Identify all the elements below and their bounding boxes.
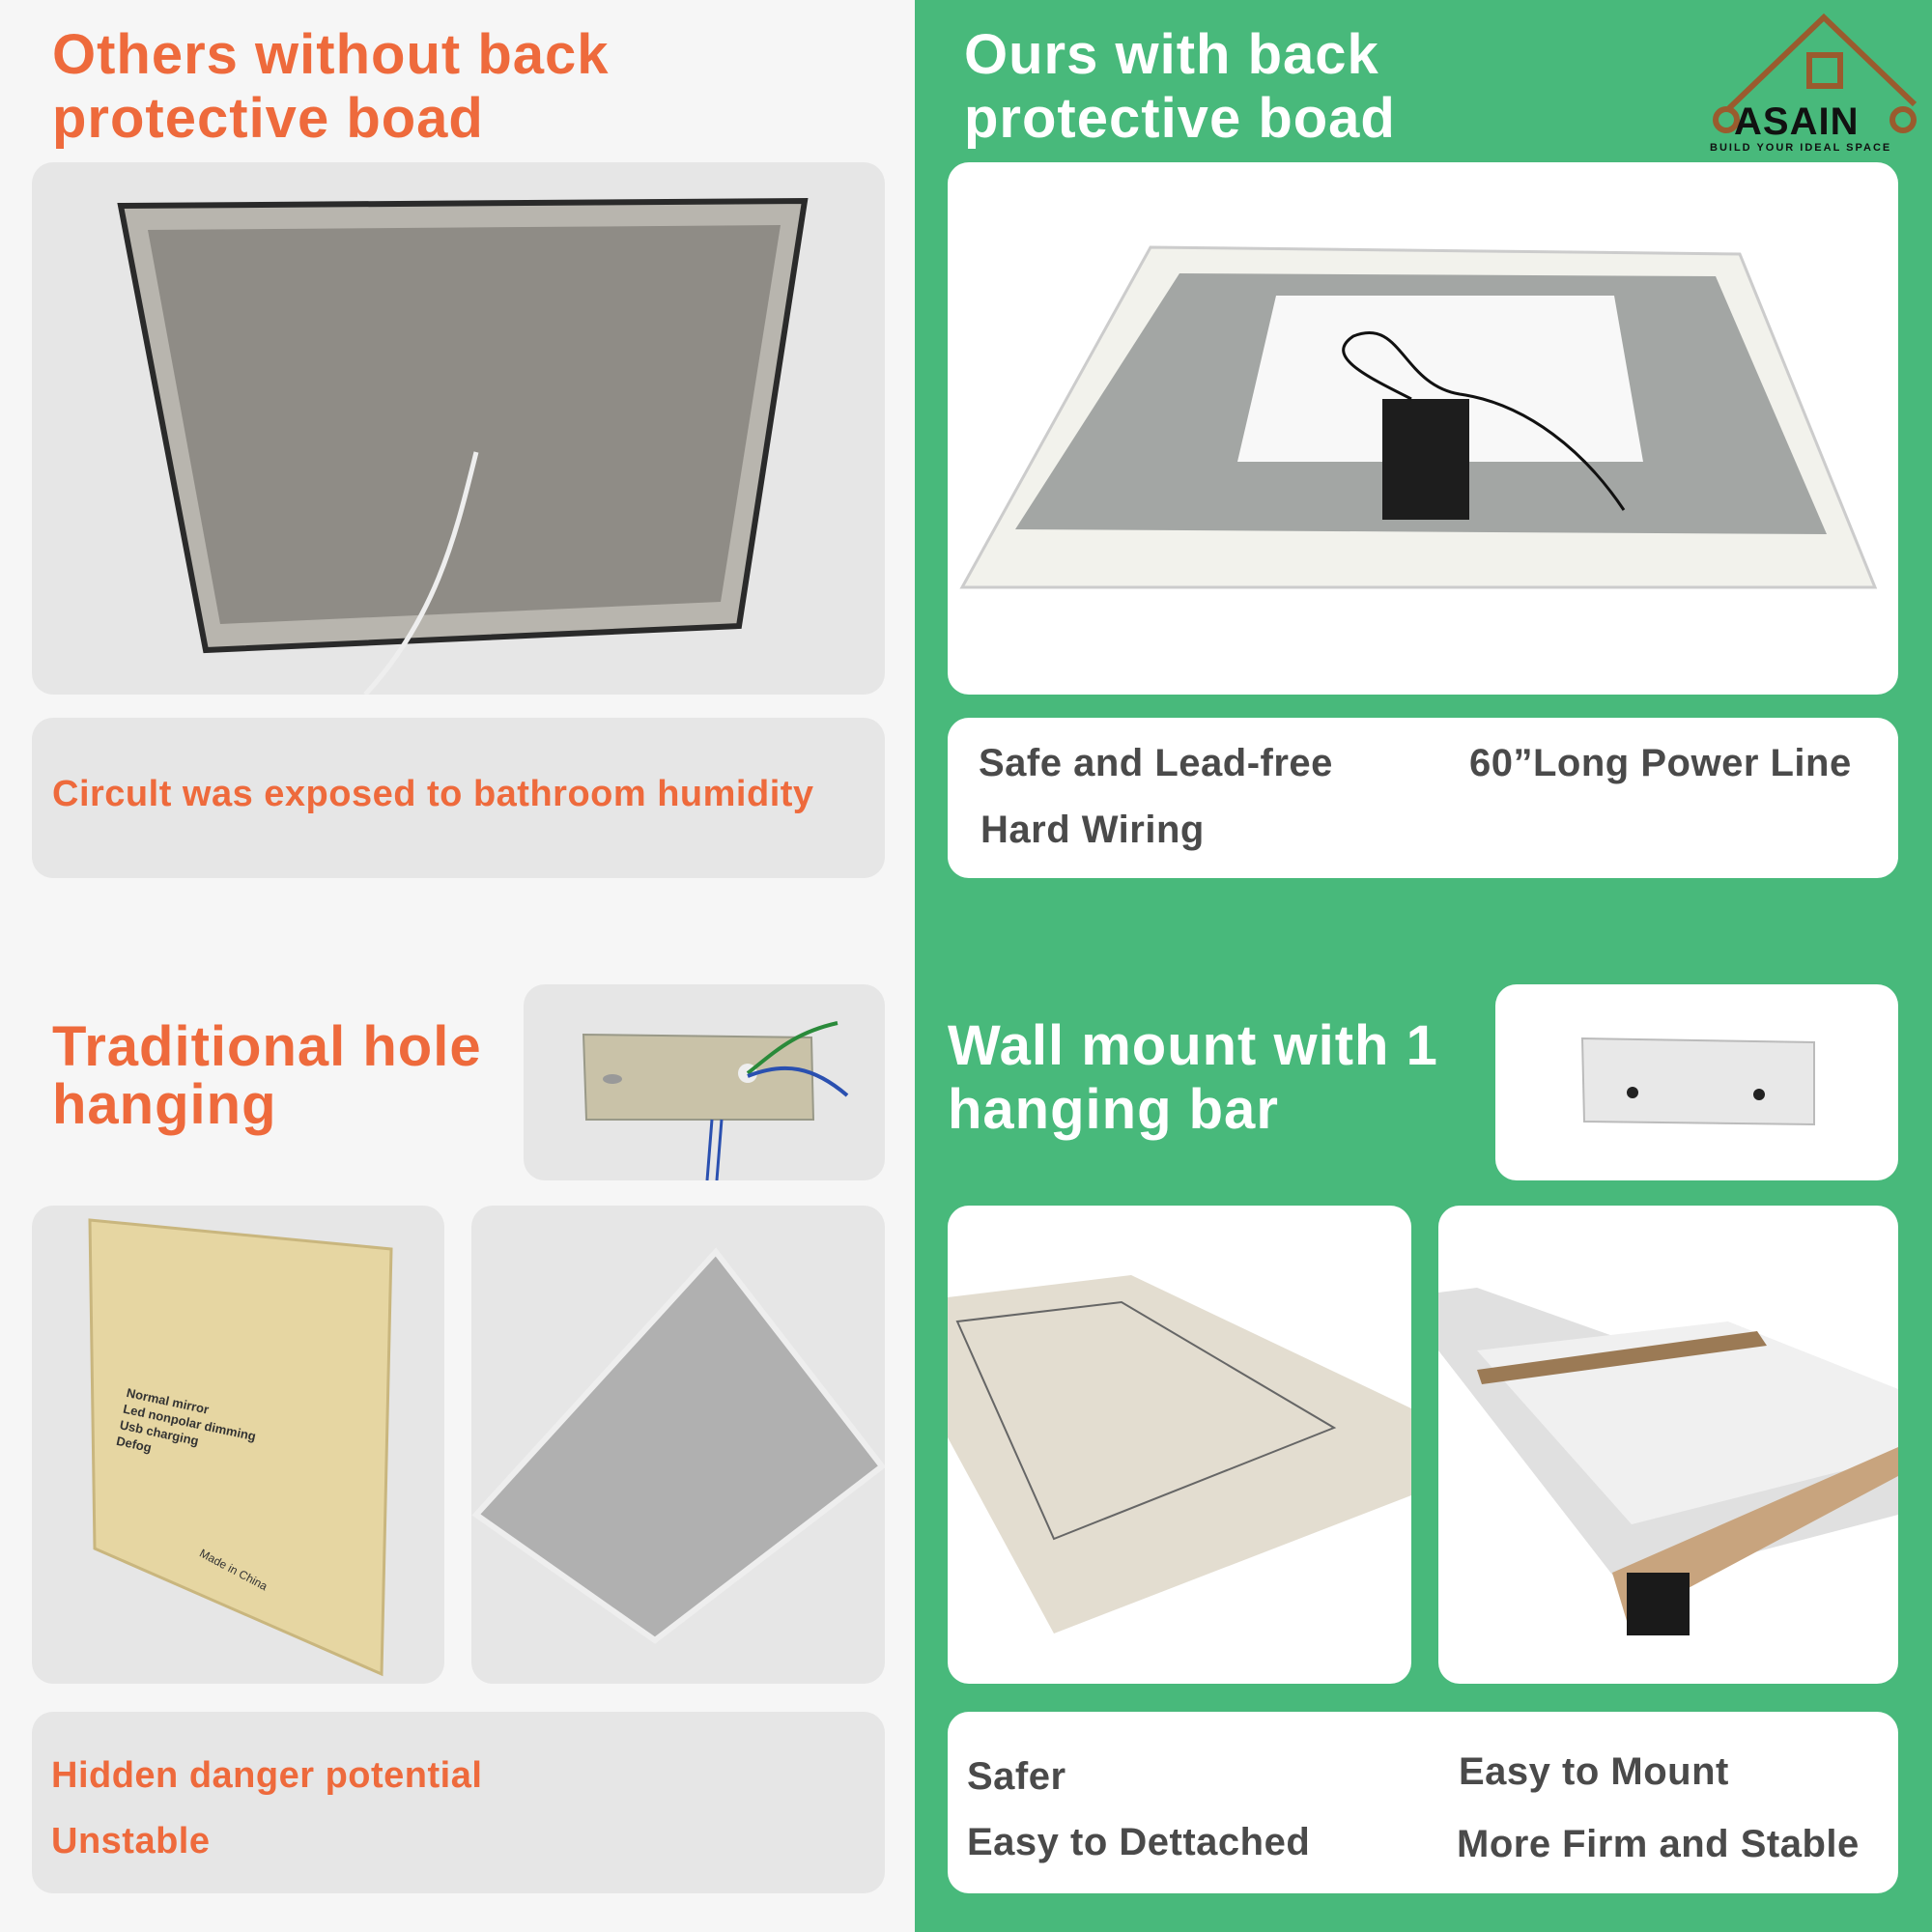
hole-bracket-image [524,984,885,1180]
features-panel-1: Safe and Lead-free 60”Long Power Line Ha… [948,718,1898,878]
left-title-line: protective boad [52,87,484,150]
plain-back-board-image [471,1206,885,1684]
left-caption-panel-1: Circult was exposed to bathroom humidity [32,718,885,878]
feature-easy-detach: Easy to Dettached [967,1821,1311,1863]
caption-hidden-danger: Hidden danger potential [51,1755,483,1796]
left-title-line: Others without back [52,23,610,86]
right-title: Ours with back protective boad [964,23,1396,151]
casaino-logo: ASAIN BUILD YOUR IDEAL SPACE [1705,12,1918,156]
feature-power-line: 60”Long Power Line [1469,742,1852,784]
mirror-back-image [32,162,885,695]
traditional-hanging-title: Traditional hole hanging [52,1018,482,1134]
right-title-line: Ours with back [964,23,1379,86]
hanging-bar-image [1495,984,1898,1180]
right-title-line: protective boad [964,87,1396,150]
left-caption-panel-2: Hidden danger potential Unstable [32,1712,885,1893]
logo-tagline: BUILD YOUR IDEAL SPACE [1710,142,1892,154]
wall-mount-title: Wall mount with 1 hanging bar [948,1014,1438,1142]
features-panel-2: Safer Easy to Mount Easy to Dettached Mo… [948,1712,1898,1893]
caption-exposed-circuit: Circult was exposed to bathroom humidity [52,774,814,814]
title-line: Wall mount with 1 [948,1014,1438,1077]
feature-hard-wiring: Hard Wiring [980,809,1205,851]
left-title: Others without back protective boad [52,23,610,151]
feature-firm-stable: More Firm and Stable [1457,1823,1860,1865]
packaged-mirror-image [948,1206,1411,1684]
feature-lead-free: Safe and Lead-free [979,742,1333,784]
title-line: Traditional hole [52,1015,482,1078]
feature-safer: Safer [967,1755,1066,1798]
title-line: hanging [52,1073,277,1136]
protective-board-image [948,162,1898,695]
feature-easy-mount: Easy to Mount [1459,1750,1729,1793]
foam-box-image: Normal mirror Led nonpolar dimming Usb c… [32,1206,444,1684]
caption-unstable: Unstable [51,1821,211,1861]
frame-packing-image [1438,1206,1898,1684]
title-line: hanging bar [948,1078,1279,1141]
